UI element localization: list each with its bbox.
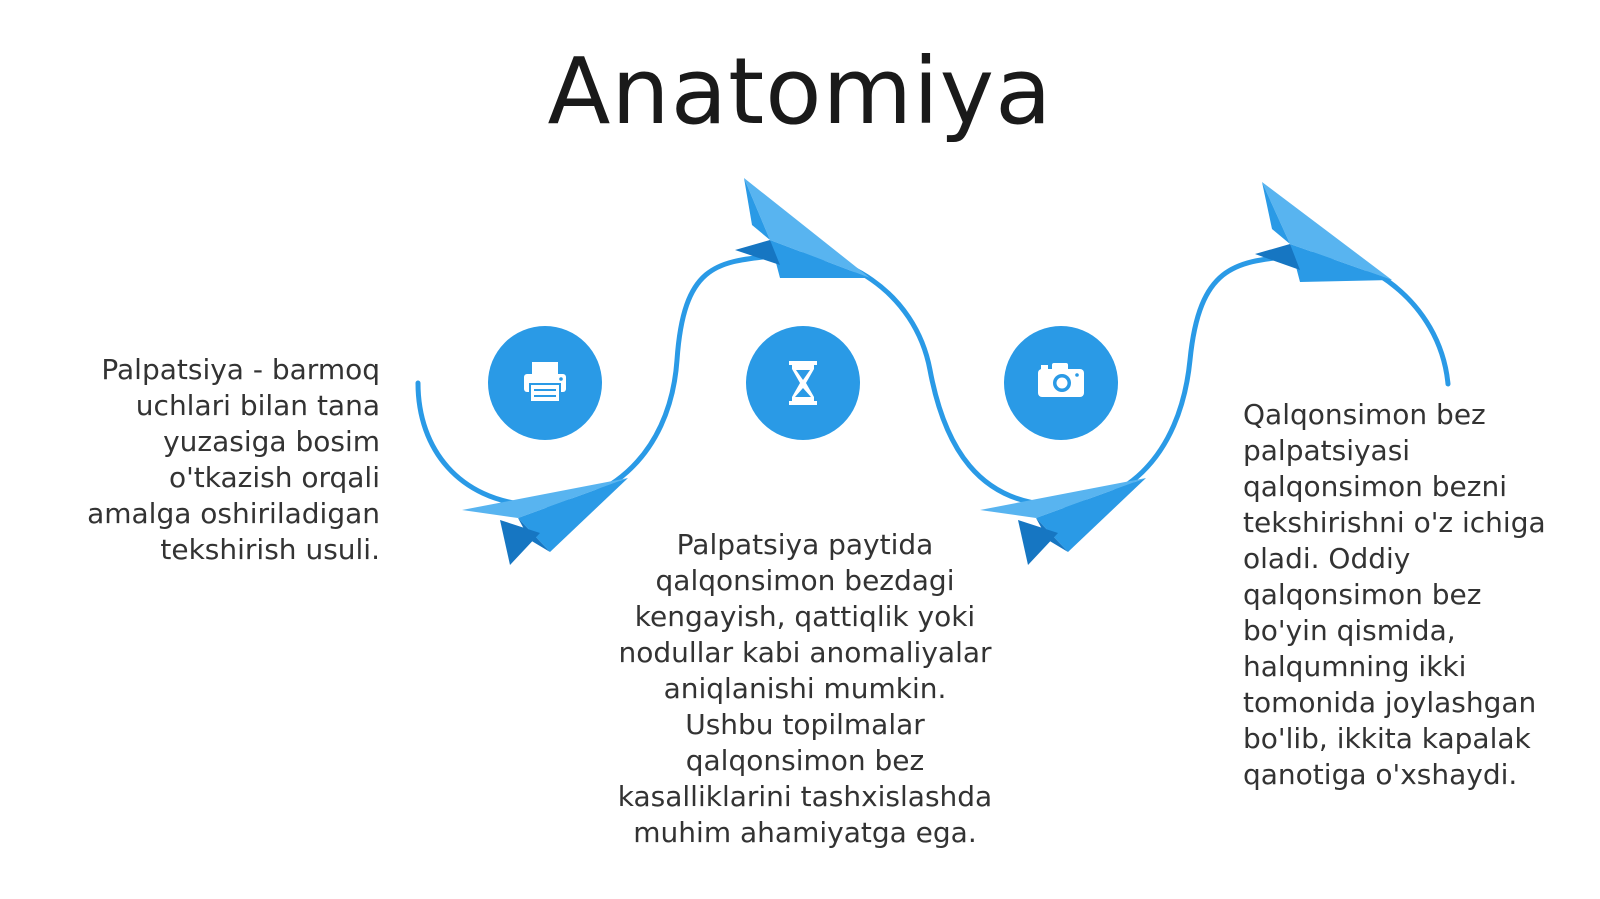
paper-plane-icon	[1255, 182, 1392, 282]
paper-plane-icon	[735, 178, 870, 278]
step-1-circle	[488, 326, 602, 440]
step-2-circle	[746, 326, 860, 440]
camera-icon	[1038, 363, 1084, 397]
step-3-text: Qalqonsimon bez palpatsiyasi qalqonsimon…	[1243, 398, 1546, 791]
printer-icon	[524, 362, 566, 403]
step-1-text: Palpatsiya - barmoq uchlari bilan tana y…	[87, 353, 380, 566]
step-2-text: Palpatsiya paytida qalqonsimon bezdagi k…	[617, 528, 993, 849]
hourglass-icon	[789, 361, 817, 405]
step-3-circle	[1004, 326, 1118, 440]
paper-plane-icon	[462, 478, 628, 565]
page-title: Anatomiya	[547, 38, 1053, 145]
paper-plane-icon	[980, 478, 1146, 565]
